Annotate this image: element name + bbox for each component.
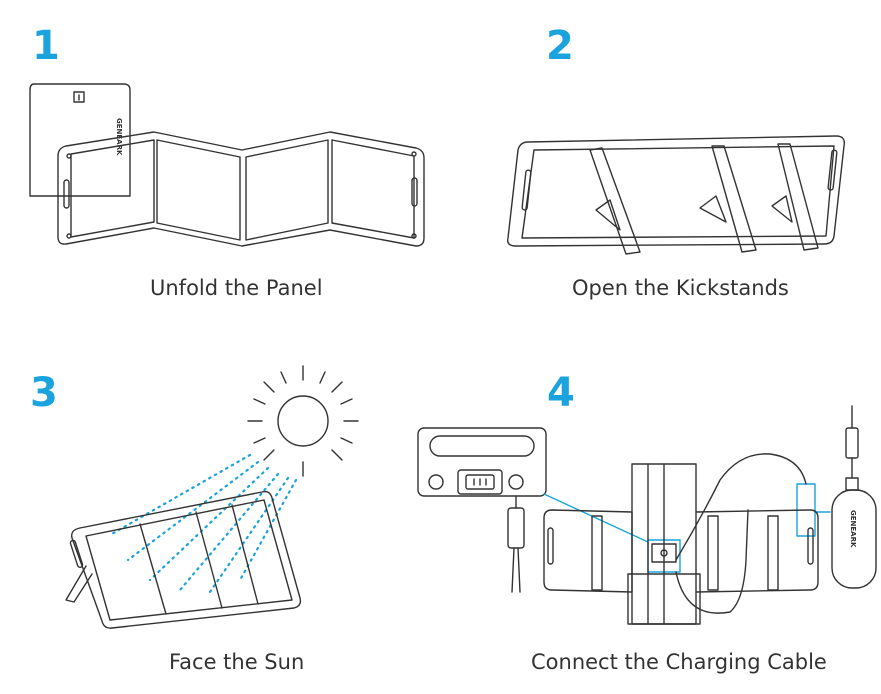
power-station-icon — [543, 453, 819, 625]
folded-panel-icon: GENEARK — [29, 83, 131, 197]
sun-rays-dotted — [108, 453, 298, 594]
ac-inlet-icon — [417, 427, 547, 497]
kickstand-panel-icon — [506, 135, 846, 255]
step-2-caption: Open the Kickstands — [572, 276, 789, 300]
brand-text-plug: GENEARK — [849, 510, 857, 548]
step-4-caption: Connect the Charging Cable — [531, 650, 827, 674]
connector-icon — [507, 495, 525, 593]
step-1-caption: Unfold the Panel — [150, 276, 323, 300]
step-3-caption: Face the Sun — [169, 650, 305, 674]
tilted-panel-icon — [65, 490, 302, 629]
charging-plug-icon: GENEARK — [831, 405, 877, 589]
step-2-number: 2 — [546, 23, 574, 69]
step-1-number: 1 — [32, 23, 60, 69]
leader-lines — [543, 483, 831, 573]
step-4-number: 4 — [547, 370, 575, 416]
step-3-number: 3 — [30, 370, 58, 416]
unfolded-panel-icon — [57, 131, 425, 247]
sun-icon — [247, 365, 359, 477]
